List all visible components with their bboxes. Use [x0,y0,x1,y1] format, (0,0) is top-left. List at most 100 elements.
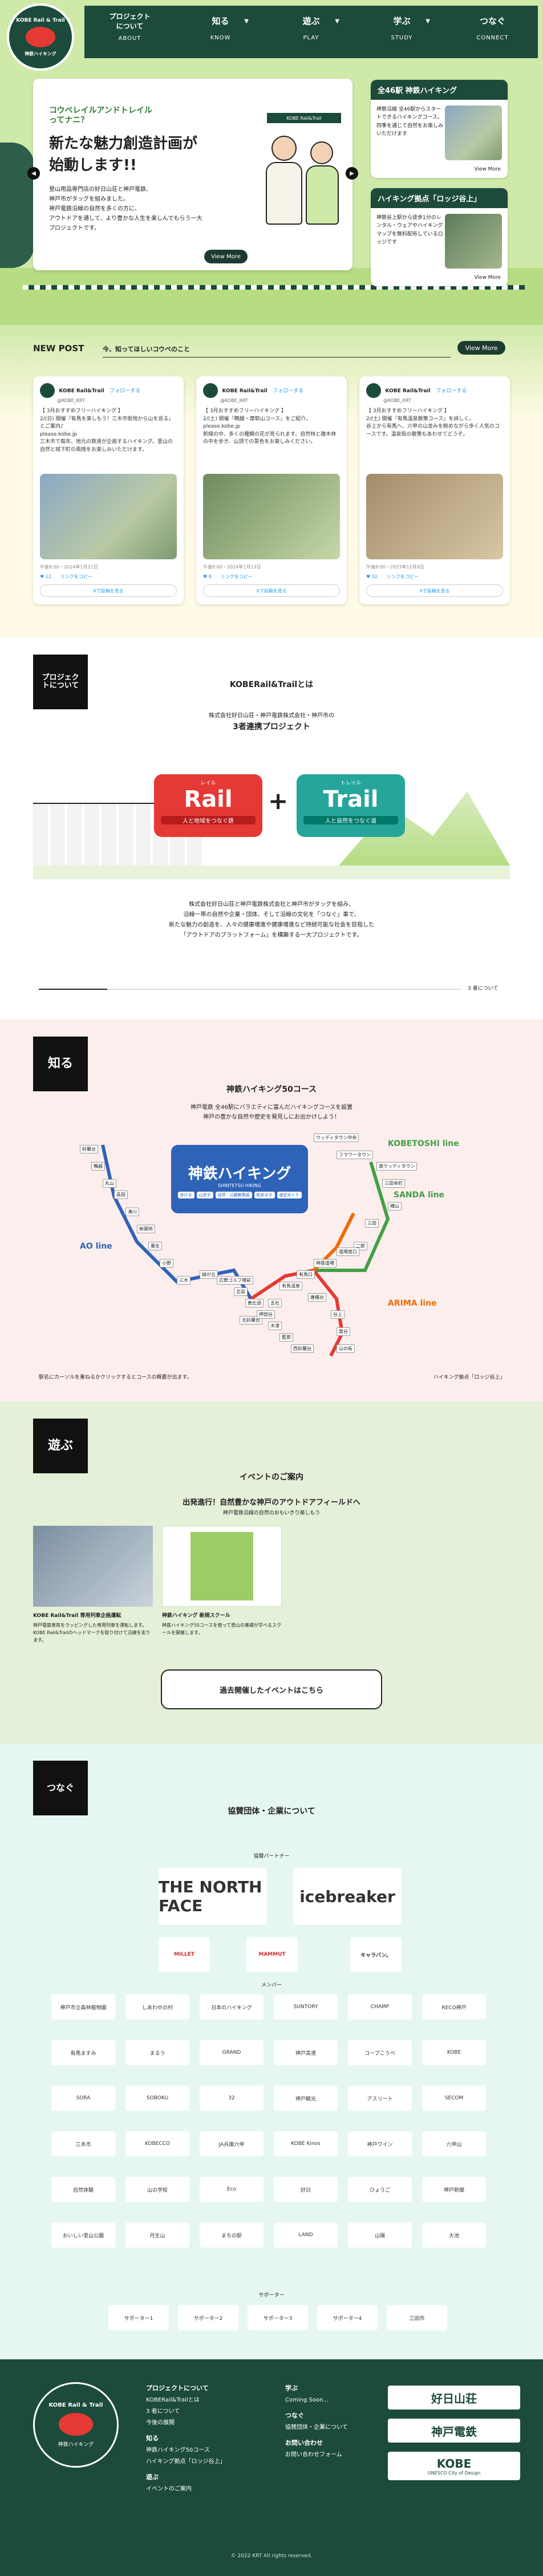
tweet-follow-link[interactable]: フォローする [110,388,141,394]
side-card-more-link[interactable]: View More [474,166,501,172]
member-logo[interactable]: SUNTORY [274,1994,338,2020]
member-logo[interactable]: しあわせの村 [125,1994,189,2020]
footer-link[interactable]: ハイキング拠点「ロッジ谷上」 [146,2459,226,2465]
member-logo[interactable]: 32 [200,2086,264,2111]
carousel-next-button[interactable]: ▶ [346,167,358,180]
tweet-follow-link[interactable]: フォローする [273,388,304,394]
station-label[interactable]: 三木 [177,1276,191,1285]
member-logo[interactable]: まるう [125,2040,189,2065]
tweet-actions[interactable]: ♥ 10 リンクをコピー [366,574,419,579]
side-card-lodge[interactable]: ハイキング拠点「ロッジ谷上」 神鉄谷上駅から徒歩1分のレンタル・ウェアやハイキン… [371,188,508,286]
member-logo[interactable]: 三木市 [51,2131,115,2156]
station-label[interactable]: 五社 [268,1299,282,1307]
member-logo[interactable]: SOBOKU [125,2086,189,2111]
supporter-logo[interactable]: サポーター2 [178,2305,238,2330]
partner-logo[interactable]: icebreaker [293,1868,402,1925]
station-label[interactable]: 志染 [234,1287,248,1296]
footer-link[interactable]: 3 者について [146,2408,180,2415]
station-label[interactable]: 西鈴蘭台 [291,1344,314,1353]
member-logo[interactable]: RECO神戸 [422,1994,486,2020]
project-more-link[interactable]: 3 者について [468,986,499,992]
new-post-view-more-button[interactable]: View More [457,341,505,355]
station-label[interactable]: 唐櫃台 [308,1293,326,1302]
member-logo[interactable]: 日本のハイキング [200,1994,264,2020]
footer-link[interactable]: 協賛団体・企業について [285,2424,348,2431]
member-logo[interactable]: 神戸高速 [274,2040,338,2065]
station-label[interactable]: 横山 [388,1202,402,1210]
member-logo[interactable]: KOBE Kinos [274,2131,338,2156]
footer-link[interactable]: 今後の展開 [146,2420,175,2426]
station-label[interactable]: 恵比須 [245,1299,264,1307]
member-logo[interactable]: 山陽 [348,2222,412,2248]
member-logo[interactable]: 神戸市立森林植物園 [51,1994,115,2020]
tweet-follow-link[interactable]: フォローする [436,388,467,394]
station-label[interactable]: 三田本町 [382,1179,405,1188]
tweet-more-button[interactable]: Xで投稿を見る [40,584,177,597]
station-label[interactable]: 広野ゴルフ場前 [217,1276,253,1285]
site-logo[interactable]: KOBE Rail & Trail 神鉄ハイキング [7,3,74,71]
member-logo[interactable]: 山の学校 [125,2177,189,2202]
member-logo[interactable]: 神戸ワイン [348,2131,412,2156]
partner-logo[interactable]: キャラバン。 [350,1937,402,1972]
carousel-prev-button[interactable]: ◀ [27,167,40,180]
tweet-actions[interactable]: ♥ 12 リンクをコピー [40,574,92,579]
footer-link[interactable]: 神鉄ハイキング50コース [146,2447,210,2453]
station-label[interactable]: フラワータウン [337,1151,373,1159]
station-label[interactable]: 押部谷 [257,1310,275,1319]
station-label[interactable]: 神鉄道場 [314,1259,337,1267]
member-logo[interactable]: コープこうべ [348,2040,412,2065]
station-label[interactable]: 道場南口 [337,1248,359,1256]
station-label[interactable]: 小野 [160,1259,173,1267]
footer-logo[interactable]: KOBE Rail & Trail 神鉄ハイキング [33,2382,119,2468]
member-logo[interactable]: 神戸新聞 [422,2177,486,2202]
member-logo[interactable]: GRAND [200,2040,264,2065]
footer-badge-kojitsu[interactable]: 好日山荘 [388,2386,520,2410]
footer-link[interactable]: KOBERail&Trailとは [146,2397,200,2403]
supporter-logo[interactable]: サポーター1 [108,2305,169,2330]
station-label[interactable]: 藍那 [279,1333,293,1342]
station-label[interactable]: ウッディタウン中央 [314,1133,359,1142]
member-logo[interactable]: 自然体験 [51,2177,115,2202]
footer-badge-shintetsu[interactable]: 神戸電鉄 [388,2419,520,2443]
event-card[interactable]: 神鉄ハイキング 新規スクール 神鉄ハイキング50コースを使って登山の基礎が学べる… [162,1526,282,1637]
supporter-logo[interactable]: サポーター3 [248,2305,308,2330]
station-label[interactable]: 有馬口 [297,1270,315,1279]
station-label[interactable]: 山の街 [337,1344,355,1353]
member-logo[interactable]: まちの駅 [200,2222,264,2248]
member-logo[interactable]: CHAMP [348,1994,412,2020]
member-logo[interactable]: JA兵庫六甲 [200,2131,264,2156]
station-label[interactable]: 粟生 [148,1242,162,1250]
member-logo[interactable]: アスリート [348,2086,412,2111]
footer-link[interactable]: お問い合わせフォーム [285,2452,342,2458]
member-logo[interactable]: 丹生山 [125,2222,189,2248]
tweet-actions[interactable]: ♥ 8 リンクをコピー [203,574,253,579]
member-logo[interactable]: KOBE [422,2040,486,2065]
member-logo[interactable]: ひょうご [348,2177,412,2202]
station-label[interactable]: 長田 [114,1191,128,1199]
member-logo[interactable]: SECOM [422,2086,486,2111]
supporter-logo[interactable]: 三田市 [387,2305,447,2330]
footer-link[interactable]: イベントのご案内 [146,2486,192,2492]
lodge-link[interactable]: ハイキング拠点「ロッジ谷上」 [433,1375,505,1380]
side-card-more-link[interactable]: View More [474,275,501,281]
station-label[interactable]: 緑が丘 [200,1270,218,1279]
station-label[interactable]: 箕谷 [337,1327,350,1336]
member-logo[interactable]: おいしい里山公園 [51,2222,115,2248]
member-logo[interactable]: 有馬ますみ [51,2040,115,2065]
station-label[interactable]: 三田 [365,1219,379,1228]
member-logo[interactable]: Eco [200,2177,264,2202]
station-label[interactable]: 谷上 [331,1310,345,1319]
footer-link[interactable]: Coming Soon... [285,2397,329,2403]
partner-logo[interactable]: MILLET [159,1937,210,1972]
member-logo[interactable]: 六甲山 [422,2131,486,2156]
station-label[interactable]: 丸山 [103,1179,116,1188]
partner-logo[interactable]: THE NORTH FACE [159,1868,267,1925]
station-label[interactable]: 南ウッディタウン [376,1162,418,1171]
member-logo[interactable]: KOBECCO [125,2131,189,2156]
station-label[interactable]: 鵯越 [91,1162,105,1171]
station-label[interactable]: 新開地 [137,1225,155,1233]
